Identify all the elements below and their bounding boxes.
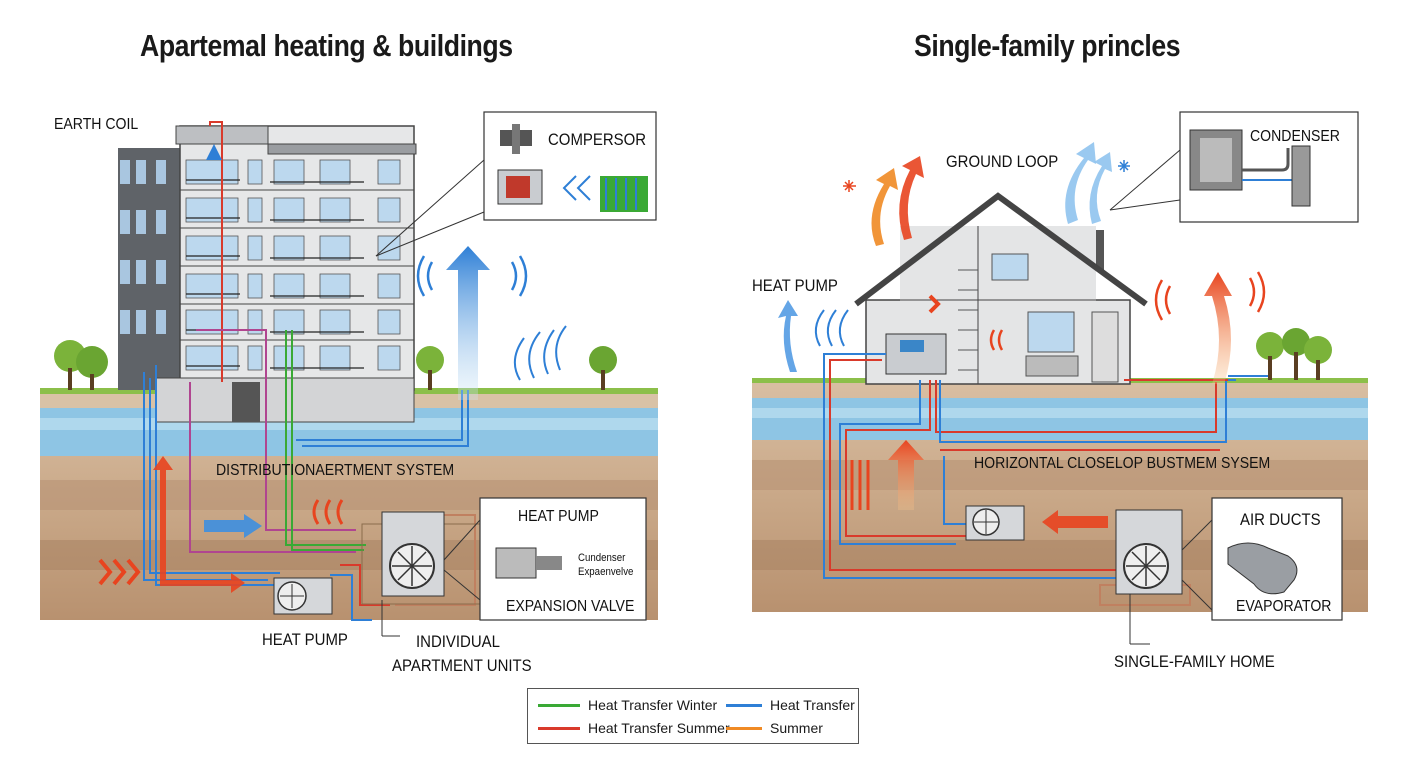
compressor-callout [375,111,657,257]
condenser-small-label: Cundenser [578,552,626,564]
trees-right [1256,328,1332,380]
condenser-label: CONDENSER [1250,128,1340,145]
distribution-label: DISTRIBUTIONAERTMENT SYSTEM [216,462,455,479]
expansion-valve-label: EXPANSION VALVE [506,598,635,615]
legend-item-heat-transfer: Heat Transfer [726,697,855,713]
earth-coil-label: EARTH COIL [54,116,139,133]
expansion-small-label: Expaenvelve [578,566,634,578]
single-family-home-label: SINGLE-FAMILY HOME [1114,652,1275,671]
apartment-building [118,125,417,423]
individual-units-label-1: INDIVIDUAL [416,632,500,651]
heat-pump-callout-left [273,497,647,637]
right-heat-pump-units [965,497,1343,645]
heat-pump-box-label: HEAT PUMP [518,508,599,525]
left-flow-arrows [98,246,567,593]
ground-loop-label: GROUND LOOP [946,152,1059,171]
left-title: Apartemal heating & buildings [140,28,513,63]
legend-item-summer-arrow: Summer [726,720,823,736]
horizontal-loop-label: HORIZONTAL CLOSELOP BUSTMEM SYSEM [974,455,1271,472]
evaporator-label: EVAPORATOR [1236,598,1332,615]
air-ducts-label: AIR DUCTS [1240,510,1321,529]
legend-item-summer-line: Heat Transfer Summer [538,720,730,736]
compressor-label: COMPERSOR [548,130,647,149]
right-pipes [823,353,1268,606]
legend-arrow-orange-icon [726,726,762,730]
heat-pump-left-label: HEAT PUMP [262,630,348,649]
legend: Heat Transfer Winter Heat Transfer Heat … [527,688,859,744]
legend-item-winter: Heat Transfer Winter [538,697,717,713]
legend-label-heat-transfer: Heat Transfer [770,697,855,713]
legend-label-summer-line: Heat Transfer Summer [588,720,730,736]
legend-swatch-winter [538,703,580,707]
legend-label-winter: Heat Transfer Winter [588,697,718,713]
house [854,192,1148,385]
right-flow-arrows [778,142,1266,534]
individual-units-label-2: APARTMENT UNITS [392,656,532,675]
right-title: Single-family princles [914,28,1181,63]
heat-pump-right-label: HEAT PUMP [752,276,838,295]
legend-swatch-summer [538,726,580,730]
trees-left [54,340,617,390]
legend-arrow-blue-icon [726,703,762,707]
legend-label-summer-arrow: Summer [770,720,823,736]
condenser-callout [1109,111,1359,223]
